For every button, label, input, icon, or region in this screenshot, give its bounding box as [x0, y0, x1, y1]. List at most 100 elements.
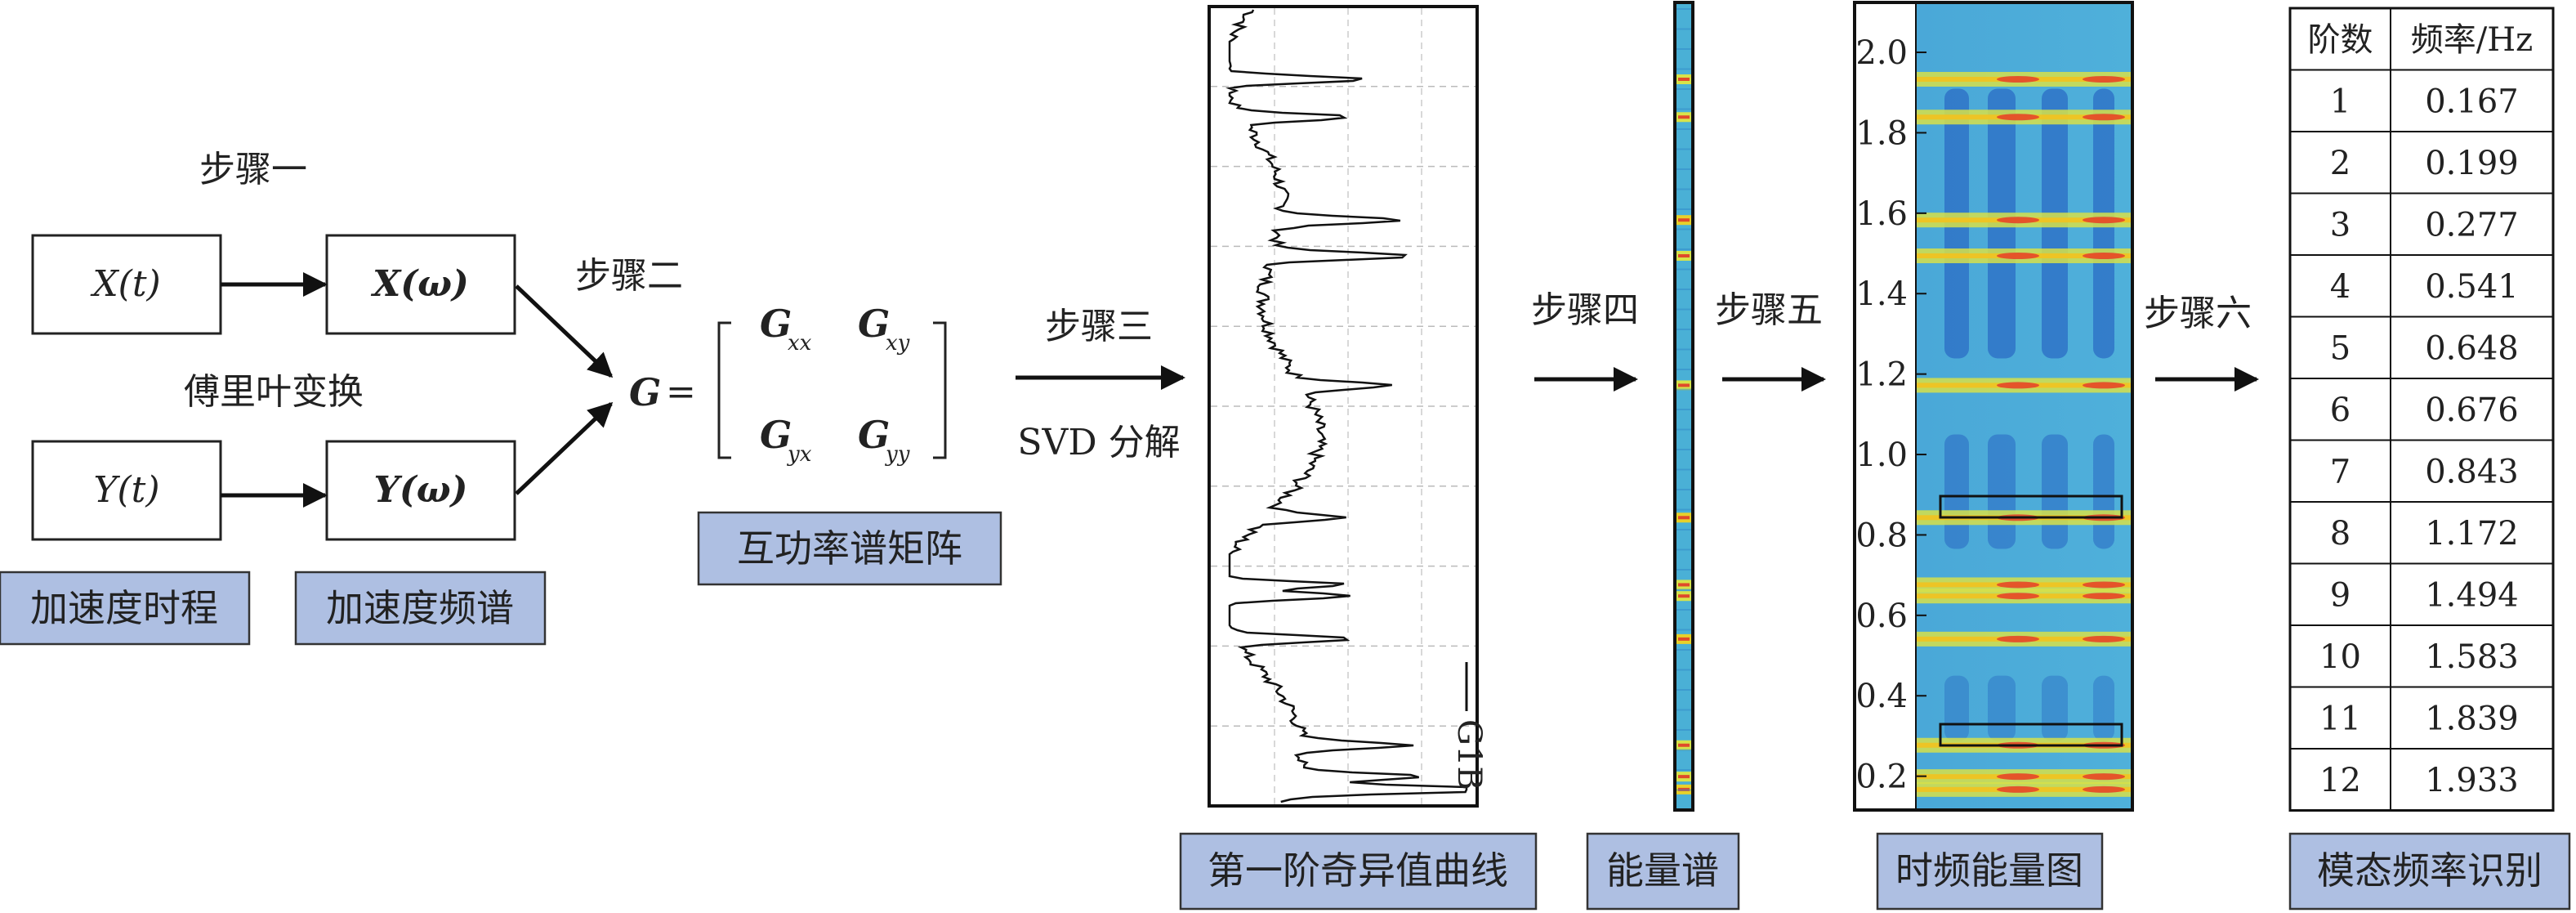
tf-dark-column: [2093, 675, 2114, 741]
energy-band-peak: [1678, 743, 1690, 747]
table-cell-order: 8: [2330, 515, 2351, 553]
table-header-cell: 频率/Hz: [2411, 21, 2533, 59]
sv-plot: G1B: [1208, 5, 1488, 808]
energy-texture: [1676, 669, 1691, 671]
table-cell-frequency: 1.839: [2425, 700, 2519, 737]
sv-curve: [1225, 9, 1468, 803]
tf-dark-column: [1988, 675, 2016, 741]
energy-texture: [1676, 449, 1691, 450]
tf-band-hotspot: [1997, 217, 2039, 224]
energy-band-peak: [1678, 383, 1690, 387]
tf-tick-label: 1.6: [1855, 195, 1908, 233]
energy-texture: [1676, 369, 1691, 370]
x-time-label: X(t): [90, 263, 160, 305]
energy-texture: [1676, 569, 1691, 571]
tf-band-hotspot: [2083, 593, 2125, 600]
step2-label: 步骤二: [575, 255, 683, 297]
energy-texture: [1676, 508, 1691, 511]
arrow-xw-to-g: [515, 284, 614, 378]
energy-texture: [1676, 689, 1691, 691]
table-cell-frequency: 0.277: [2425, 206, 2519, 244]
energy-texture: [1676, 268, 1691, 271]
table-cell-order: 3: [2330, 206, 2351, 244]
table-header-cell: 阶数: [2308, 21, 2373, 59]
caption-acc-time-text: 加速度时程: [30, 586, 218, 630]
tf-band-hotspot: [1997, 593, 2039, 600]
energy-band-peak: [1678, 583, 1690, 587]
svg-text:G: G: [858, 413, 890, 457]
tf-ticks: 0.20.40.60.81.01.21.41.61.82.0: [1855, 34, 1926, 796]
y-freq-label: Y(ω): [374, 469, 468, 511]
energy-strip: [1673, 1, 1694, 812]
energy-texture: [1676, 348, 1691, 351]
energy-band-peak: [1678, 775, 1690, 779]
svg-text:xy: xy: [886, 331, 910, 356]
table-cell-order: 4: [2330, 268, 2351, 306]
energy-texture: [1676, 529, 1691, 530]
tf-band-hotspot: [2083, 773, 2125, 781]
table-cell-frequency: 0.541: [2425, 268, 2519, 306]
caption-modal-id: [2288, 832, 2571, 911]
tf-tick-label: 0.8: [1855, 517, 1908, 554]
table-cell-frequency: 1.933: [2425, 762, 2519, 799]
tf-band-hotspot: [2083, 382, 2125, 389]
energy-texture: [1676, 409, 1691, 410]
tf-tick-label: 0.4: [1855, 678, 1908, 715]
energy-texture: [1676, 128, 1691, 130]
energy-texture: [1676, 749, 1691, 751]
table-cell-order: 6: [2330, 392, 2351, 429]
energy-texture: [1676, 289, 1691, 290]
table-cell-frequency: 0.167: [2425, 83, 2519, 120]
y-freq-box: [325, 440, 516, 541]
table-cell-order: 9: [2330, 576, 2351, 614]
matrix-entry-gyy: G yy: [858, 413, 910, 467]
energy-texture: [1676, 248, 1691, 250]
energy-texture: [1676, 769, 1691, 771]
x-time-box: [31, 234, 222, 335]
energy-texture: [1676, 8, 1691, 10]
energy-texture: [1676, 88, 1691, 90]
energy-band-peak: [1678, 253, 1690, 257]
matrix-lhs: G: [629, 370, 661, 414]
caption-tf-energy-text: 时频能量图: [1895, 848, 2083, 893]
energy-texture: [1676, 548, 1691, 551]
energy-band-peak: [1678, 594, 1690, 598]
energy-texture: [1676, 428, 1691, 431]
tf-dark-column: [1944, 675, 1969, 741]
tf-band-hotspot: [1997, 76, 2039, 83]
tf-band-hotspot: [1997, 773, 2039, 781]
tf-dark-column: [2042, 675, 2068, 741]
matrix-entry-gxy: G xy: [858, 302, 910, 356]
energy-bands: [1676, 8, 1692, 794]
table-cell-frequency: 1.583: [2425, 638, 2519, 676]
tf-band-hotspot: [1997, 635, 2039, 642]
table-cell-frequency: 0.843: [2425, 453, 2519, 490]
table-cell-order: 11: [2319, 700, 2361, 737]
fourier-label: 傅里叶变换: [184, 371, 364, 413]
energy-texture: [1676, 629, 1691, 631]
table-cell-frequency: 0.676: [2425, 392, 2519, 429]
table-frame: [2288, 7, 2555, 812]
tf-band-hotspot: [1997, 581, 2039, 589]
tf-band-hotspot: [2083, 635, 2125, 642]
matrix-bracket-right: [933, 321, 947, 459]
matrix-equals: =: [666, 371, 696, 413]
energy-band-peak: [1678, 637, 1690, 641]
tf-band-hotspot: [2083, 581, 2125, 589]
tf-band-hotspot: [1997, 382, 2039, 389]
energy-texture: [1676, 308, 1691, 311]
tf-tick-label: 0.6: [1855, 597, 1908, 635]
y-time-box: [31, 440, 222, 541]
tf-band-hotspot: [2083, 114, 2125, 121]
caption-cross-psd-text: 互功率谱矩阵: [737, 526, 962, 571]
energy-texture: [1676, 148, 1691, 150]
tf-tick-label: 1.4: [1855, 275, 1908, 313]
energy-texture: [1676, 188, 1691, 190]
step1-label: 步骤一: [199, 149, 307, 190]
energy-band-peak: [1678, 516, 1690, 520]
tf-dark-column: [1944, 434, 1969, 549]
y-time-label: Y(t): [93, 469, 159, 511]
tf-dark-column: [1988, 434, 2016, 549]
energy-texture: [1676, 228, 1691, 230]
